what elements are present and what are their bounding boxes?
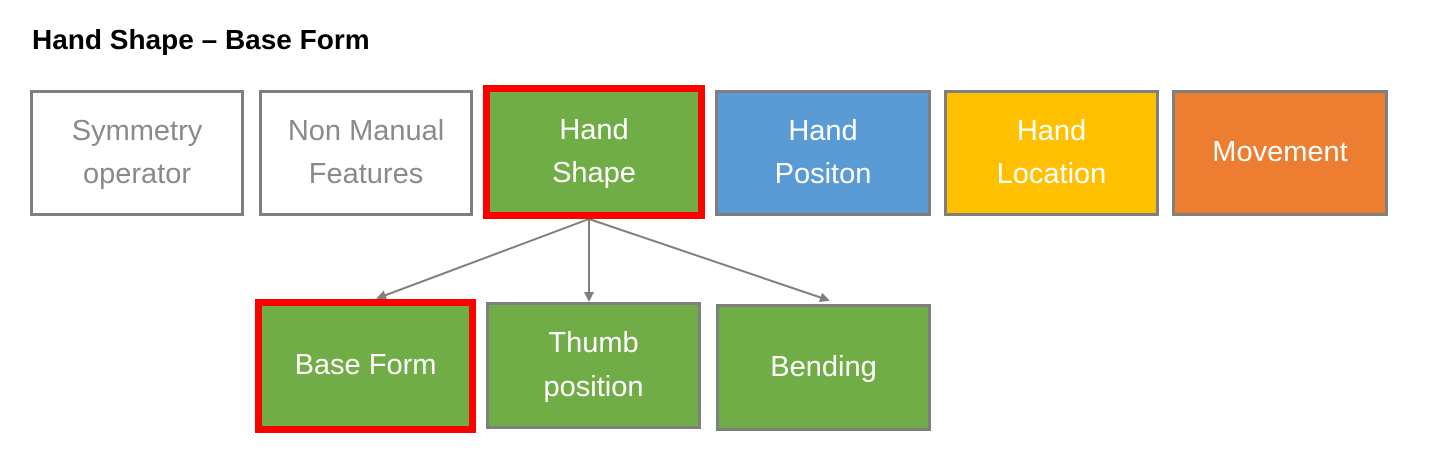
symmetry-operator-label: Symmetry operator <box>71 114 203 191</box>
movement-box[interactable]: Movement <box>1172 90 1388 216</box>
bending-label: Bending <box>770 350 877 383</box>
hand-shape-box[interactable]: Hand Shape <box>483 85 705 219</box>
non-manual-features-box[interactable]: Non Manual Features <box>259 90 473 216</box>
hand-location-label: Hand Location <box>996 114 1107 191</box>
movement-label: Movement <box>1212 136 1348 169</box>
hand-position-box[interactable]: Hand Positon <box>715 90 931 216</box>
hand-shape-label: Hand Shape <box>552 113 636 190</box>
arrow-to-base-form <box>376 218 590 300</box>
base-form-box[interactable]: Base Form <box>255 299 476 433</box>
non-manual-features-label: Non Manual Features <box>287 114 445 191</box>
thumb-position-label: Thumb position <box>543 327 644 403</box>
base-form-label: Base Form <box>294 349 437 382</box>
hand-location-box[interactable]: Hand Location <box>944 90 1159 216</box>
arrow-to-bending <box>588 218 830 303</box>
symmetry-operator-box[interactable]: Symmetry operator <box>30 90 244 216</box>
thumb-position-box[interactable]: Thumb position <box>486 302 701 429</box>
page-title: Hand Shape – Base Form <box>32 24 370 55</box>
bending-box[interactable]: Bending <box>716 304 931 431</box>
hand-position-label: Hand Positon <box>774 114 872 191</box>
